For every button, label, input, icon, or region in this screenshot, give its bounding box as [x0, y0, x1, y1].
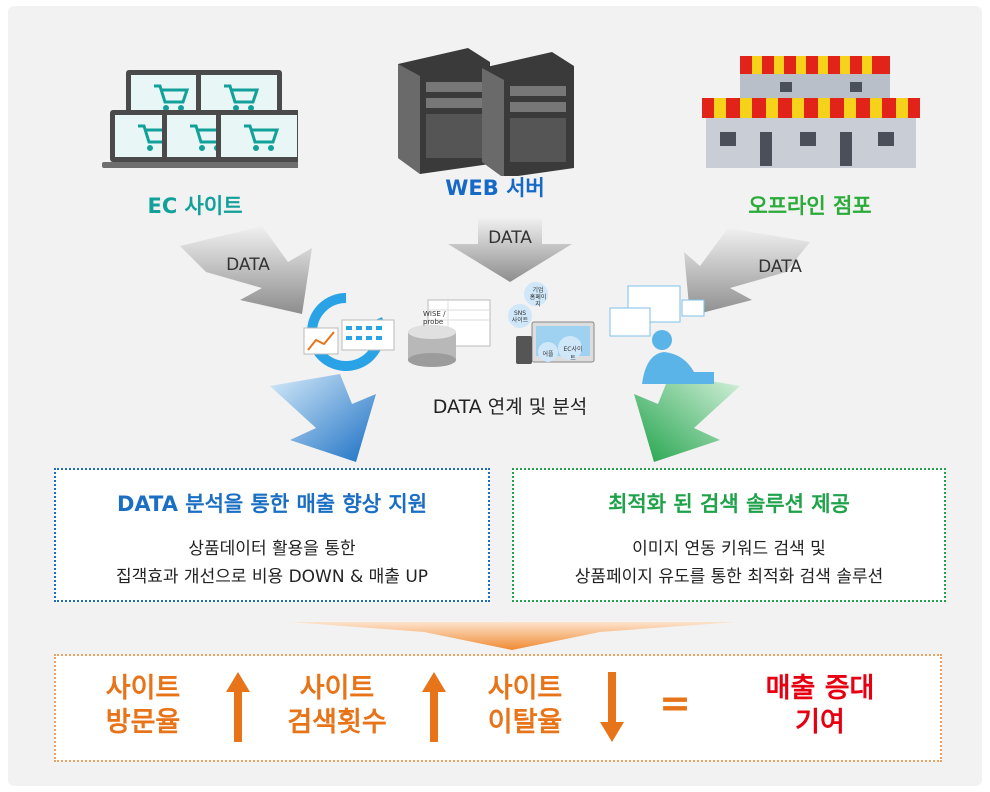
center-data-label: DATA	[488, 228, 532, 248]
results-box	[54, 654, 942, 762]
bubble-sns-caption: SNS 사이트	[510, 310, 530, 324]
search-solution-title: 최적화 된 검색 솔루션 제공	[608, 492, 850, 516]
wise-probe-caption: WISE / probe	[423, 310, 445, 326]
search-solution-box: 최적화 된 검색 솔루션 제공 이미지 연동 키워드 검색 및 상품페이지 유도…	[512, 468, 946, 602]
up-arrow-icon	[226, 672, 250, 742]
outcome-sales-increase: 매출 증대 기여	[730, 672, 910, 740]
database-icon	[408, 299, 491, 367]
storefront-icon	[702, 56, 920, 168]
bubble-sns-1: SNS	[513, 310, 527, 317]
metric-search-line1: 사이트	[299, 673, 375, 704]
bubble-corp-2: 홈페이지	[529, 294, 547, 308]
right-data-label: DATA	[758, 257, 802, 277]
search-solution-line2: 상품페이지 유도를 통한 최적화 검색 솔루션	[574, 567, 884, 587]
left-data-label: DATA	[226, 255, 270, 275]
web-server-label: WEB 서버	[445, 176, 545, 200]
metric-bounce-line1: 사이트	[487, 673, 563, 704]
metric-bounce-line2: 이탈율	[487, 707, 563, 738]
sales-support-line1: 상품데이터 활용을 통한	[188, 539, 356, 559]
metric-bounce-rate: 사이트 이탈율	[470, 672, 580, 740]
offline-store-label: 오프라인 점포	[748, 194, 872, 218]
wise-caption-top: WISE /	[423, 310, 446, 318]
sales-support-box: DATA 분석을 통한 매출 향상 지원 상품데이터 활용을 통한 집객효과 개…	[54, 468, 490, 602]
metric-visit-line1: 사이트	[105, 673, 181, 704]
analysis-label: DATA 연계 및 분석	[432, 396, 588, 418]
analytics-cycle-icon	[303, 293, 395, 371]
bubble-corp-1: 기업	[532, 287, 544, 294]
sales-support-title: DATA 분석을 통한 매출 향상 지원	[116, 492, 428, 516]
bubble-ec-caption: EC사이트	[563, 346, 583, 362]
metric-search-count: 사이트 검색횟수	[272, 672, 402, 740]
outcome-line1: 매출 증대	[765, 673, 875, 704]
search-solution-line1: 이미지 연동 키워드 검색 및	[632, 539, 826, 559]
server-tower-icon	[398, 48, 574, 176]
bubble-corp-caption: 기업 홈페이지	[528, 287, 548, 308]
bubble-sns-2: 사이트	[511, 317, 529, 324]
metric-visit-rate: 사이트 방문율	[88, 672, 198, 740]
metric-search-line2: 검색횟수	[287, 707, 387, 738]
up-arrow-icon	[422, 672, 446, 742]
sales-support-line2: 집객효과 개선으로 비용 DOWN & 매출 UP	[115, 567, 429, 587]
metric-visit-line2: 방문율	[105, 707, 181, 738]
analysis-icons	[303, 282, 714, 384]
outcome-line2: 기여	[795, 707, 845, 738]
shopping-cart-laptops-icon	[100, 68, 298, 170]
ec-site-label: EC 사이트	[147, 194, 243, 218]
down-arrow-icon	[600, 672, 624, 742]
bubble-app-caption: 어플	[542, 351, 554, 358]
equals-sign: =	[659, 681, 691, 725]
wise-caption-bottom: probe	[423, 318, 444, 326]
devices-network-icon	[508, 282, 595, 364]
person-at-computer-icon	[609, 285, 714, 384]
